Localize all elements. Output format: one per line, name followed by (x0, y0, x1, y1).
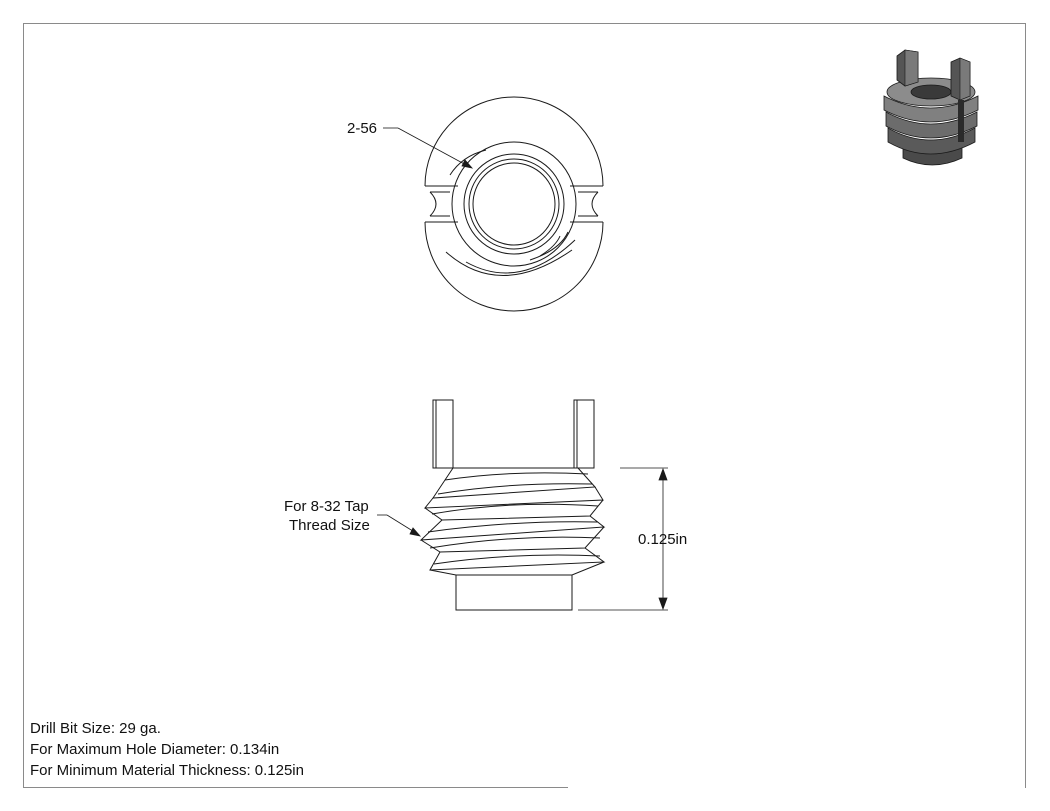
tap-callout-line1: For 8-32 Tap (284, 498, 369, 515)
dimension-height (578, 467, 668, 611)
frame-top (23, 23, 1026, 24)
tap-callout-line2: Thread Size (289, 517, 370, 534)
leader-2-56 (383, 127, 474, 169)
thread-size-callout: 2-56 (347, 120, 378, 137)
note-max-hole: For Maximum Hole Diameter: 0.134in (30, 741, 280, 758)
note-drill-bit: Drill Bit Size: 29 ga. (30, 720, 161, 737)
dimension-label: 0.125in (638, 531, 688, 548)
top-view (424, 96, 604, 312)
frame-right (1025, 23, 1026, 788)
front-view (419, 399, 606, 611)
notes-block: Drill Bit Size: 29 ga. For Maximum Hole … (30, 718, 304, 781)
leader-tap (377, 514, 422, 537)
isometric-view (883, 49, 979, 166)
note-min-thickness: For Minimum Material Thickness: 0.125in (30, 762, 304, 779)
frame-bottom (23, 787, 568, 788)
frame-left (23, 23, 24, 788)
